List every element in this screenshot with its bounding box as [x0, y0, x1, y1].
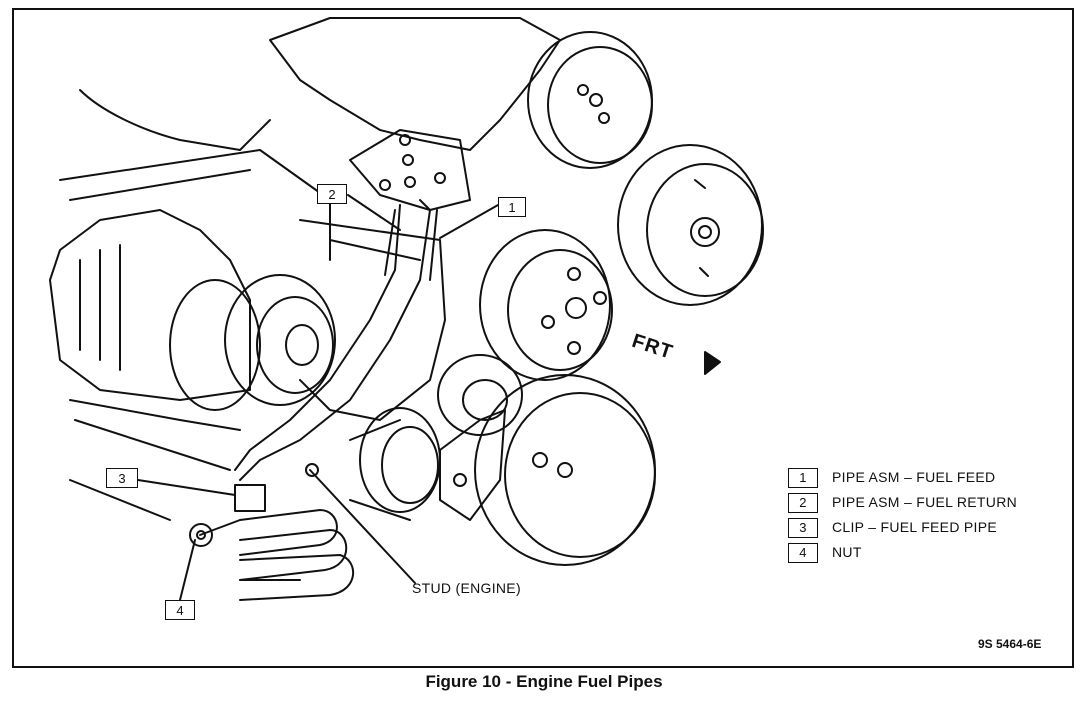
middle-pulley [479, 229, 611, 381]
legend-number: 3 [788, 518, 818, 538]
front-arrow-icon [704, 351, 721, 375]
alternator-body [359, 407, 441, 513]
manifold-outline [269, 17, 561, 151]
fuel-feed-pipe-clip [234, 484, 266, 512]
fuel-return-pipe [234, 204, 401, 471]
figure-frame [12, 8, 1074, 668]
legend-number: 4 [788, 543, 818, 563]
engine-bracket [299, 219, 446, 421]
crank-pulley [474, 374, 656, 566]
tensioner-arm [439, 409, 506, 521]
right-pulley [617, 144, 763, 306]
fuel-feed-pipe [239, 199, 431, 481]
callout-3: 3 [106, 468, 138, 488]
document-code: 9S 5464-6E [978, 637, 1042, 651]
idler-pulley [437, 354, 523, 436]
ac-compressor-outline [49, 209, 251, 401]
legend-text: NUT [832, 544, 862, 560]
legend-text: PIPE ASM – FUEL FEED [832, 469, 996, 485]
ac-compressor-pulley [224, 274, 336, 406]
legend-number: 1 [788, 468, 818, 488]
callout-4: 4 [165, 600, 195, 620]
nut-shape [189, 523, 213, 547]
stud-shape [305, 463, 319, 477]
figure-caption: Figure 10 - Engine Fuel Pipes [425, 672, 663, 691]
legend-text: PIPE ASM – FUEL RETURN [832, 494, 1018, 510]
stud-engine-label: STUD (ENGINE) [412, 580, 521, 596]
fuel-fitting-block [349, 129, 471, 211]
lower-pipe-ends [239, 509, 338, 556]
callout-2: 2 [317, 184, 347, 204]
legend-text: CLIP – FUEL FEED PIPE [832, 519, 998, 535]
legend-number: 2 [788, 493, 818, 513]
callout-1: 1 [498, 197, 526, 217]
